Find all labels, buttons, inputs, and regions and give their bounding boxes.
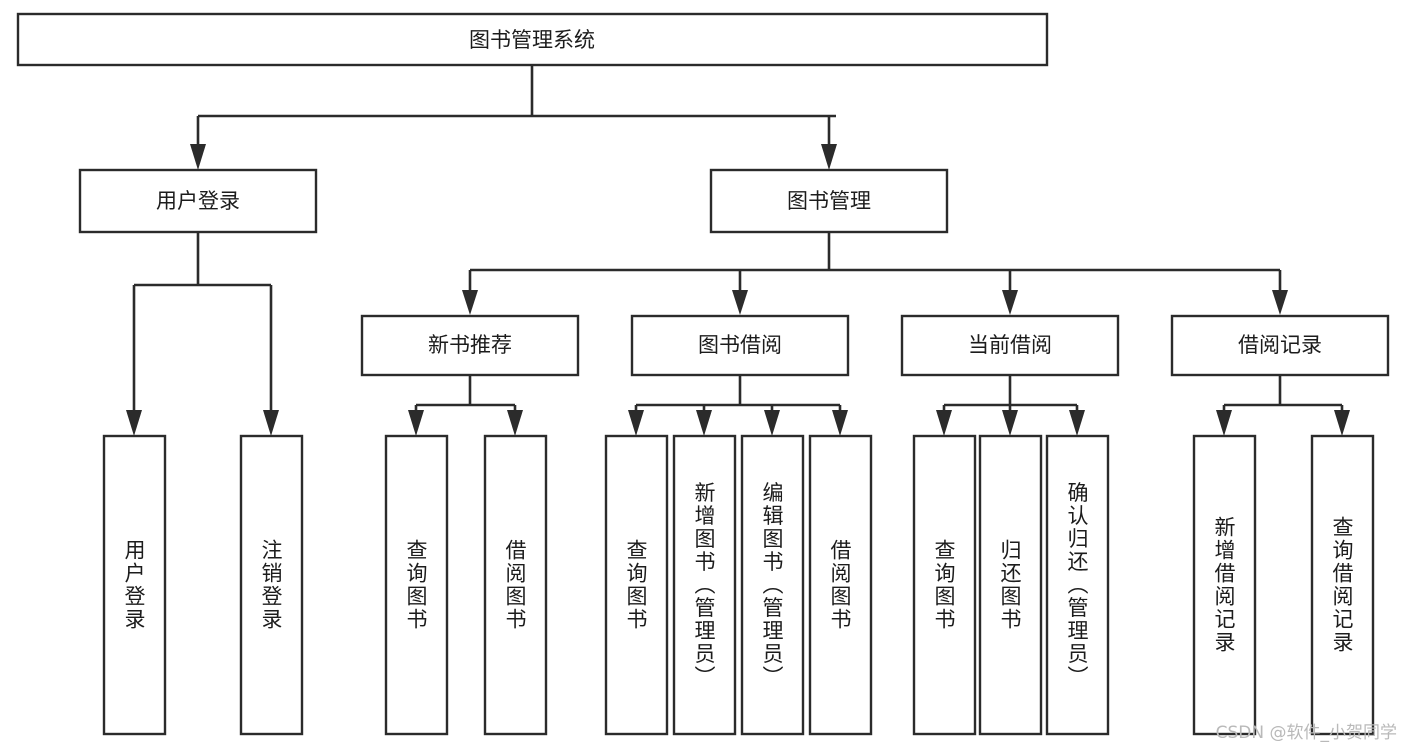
leaf-current-borrow-1[interactable]: 归还图书 [978,434,1043,736]
leaf-book-borrow-1-box[interactable] [672,434,737,736]
leaf-book-borrow-2-box[interactable] [740,434,805,736]
leaf-book-borrow-0-label: 查询图书 [624,539,648,631]
leaf-book-borrow-3-box[interactable] [808,434,873,736]
node-book-borrow-label: 图书借阅 [698,333,782,357]
leaf-current-borrow-1-label: 归还图书 [998,539,1022,631]
connector-group-book-borrow [628,375,848,436]
arrow-book-mgmt-child-2-icon [1002,290,1018,315]
leaf-new-book-0[interactable]: 查询图书 [384,434,449,736]
leaf-book-borrow-0-box[interactable] [604,434,669,736]
leaf-user-login-0-label: 用户登录 [122,539,146,631]
leaf-borrow-record-0-label: 新增借阅记录 [1212,516,1236,654]
leaf-borrow-record-1[interactable]: 查询借阅记录 [1310,434,1375,736]
node-current-borrow-label: 当前借阅 [968,333,1052,357]
arrow-new-book-leaf-0-icon [408,410,424,436]
connector-group-borrow-record [1216,375,1350,436]
leaf-user-login-0[interactable]: 用户登录 [102,434,167,736]
node-borrow-record[interactable]: 借阅记录 [1170,314,1390,377]
arrow-new-book-leaf-1-icon [507,410,523,436]
leaf-current-borrow-2-box[interactable] [1045,434,1110,736]
leaf-user-login-0-box[interactable] [102,434,167,736]
leaf-user-login-1[interactable]: 注销登录 [239,434,304,736]
leaf-book-borrow-1-label: 新增图书（管理员） [692,482,716,689]
arrow-borrow-record-leaf-1-icon [1334,410,1350,436]
leaf-current-borrow-1-box[interactable] [978,434,1043,736]
node-current-borrow[interactable]: 当前借阅 [900,314,1120,377]
arrow-book-borrow-leaf-2-icon [764,410,780,436]
node-new-book-recommend-box[interactable] [360,314,580,377]
leaf-borrow-record-1-label: 查询借阅记录 [1330,516,1354,654]
node-current-borrow-box[interactable] [900,314,1120,377]
arrow-book-mgmt-child-1-icon [732,290,748,315]
arrow-book-borrow-leaf-0-icon [628,410,644,436]
node-book-borrow[interactable]: 图书借阅 [630,314,850,377]
arrow-book-borrow-leaf-1-icon [696,410,712,436]
leaf-book-borrow-3[interactable]: 借阅图书 [808,434,873,736]
leaf-borrow-record-0-box[interactable] [1192,434,1257,736]
leaf-book-borrow-0[interactable]: 查询图书 [604,434,669,736]
arrow-current-borrow-leaf-1-icon [1002,410,1018,436]
leaf-book-borrow-2-label: 编辑图书（管理员） [760,482,784,689]
arrow-root-to-book-mgmt-icon [821,144,837,170]
leaf-current-borrow-2[interactable]: 确认归还（管理员） [1045,434,1110,736]
leaf-borrow-record-0[interactable]: 新增借阅记录 [1192,434,1257,736]
leaf-current-borrow-0-label: 查询图书 [932,539,956,631]
arrow-root-to-user-login-icon [190,144,206,170]
arrow-book-mgmt-child-3-icon [1272,290,1288,315]
node-borrow-record-box[interactable] [1170,314,1390,377]
node-book-management-label: 图书管理 [787,189,871,213]
leaf-new-book-0-label: 查询图书 [404,539,428,631]
node-user-login-box[interactable] [78,168,318,234]
leaf-new-book-1-label: 借阅图书 [503,539,527,631]
leaf-book-borrow-1[interactable]: 新增图书（管理员） [672,434,737,736]
arrow-book-mgmt-child-0-icon [462,290,478,315]
arrow-book-borrow-leaf-3-icon [832,410,848,436]
node-book-management-box[interactable] [709,168,949,234]
leaf-book-borrow-3-label: 借阅图书 [828,539,852,631]
connector-group-new-book [408,375,523,436]
leaf-new-book-1-box[interactable] [483,434,548,736]
node-user-login-label: 用户登录 [156,189,240,213]
node-borrow-record-label: 借阅记录 [1238,333,1322,357]
connector-group-current-borrow [936,375,1085,436]
node-root-label: 图书管理系统 [469,28,595,52]
node-root[interactable]: 图书管理系统 [16,12,1049,67]
node-book-borrow-box[interactable] [630,314,850,377]
leaf-current-borrow-2-label: 确认归还（管理员） [1065,482,1089,689]
connector-group-user-login [126,232,279,436]
connector-group-root [190,65,837,170]
leaf-user-login-1-label: 注销登录 [259,539,283,631]
arrow-user-login-leaf-1-icon [263,410,279,436]
node-new-book-recommend-label: 新书推荐 [428,333,512,357]
arrow-user-login-leaf-0-icon [126,410,142,436]
arrow-current-borrow-leaf-0-icon [936,410,952,436]
leaf-book-borrow-2[interactable]: 编辑图书（管理员） [740,434,805,736]
node-user-login[interactable]: 用户登录 [78,168,318,234]
leaf-new-book-1[interactable]: 借阅图书 [483,434,548,736]
connector-group-book-mgmt [462,232,1288,315]
node-new-book-recommend[interactable]: 新书推荐 [360,314,580,377]
leaf-borrow-record-1-box[interactable] [1310,434,1375,736]
node-book-management[interactable]: 图书管理 [709,168,949,234]
leaf-new-book-0-box[interactable] [384,434,449,736]
leaf-user-login-1-box[interactable] [239,434,304,736]
node-root-box[interactable] [16,12,1049,67]
arrow-borrow-record-leaf-0-icon [1216,410,1232,436]
leaf-current-borrow-0[interactable]: 查询图书 [912,434,977,736]
leaf-current-borrow-0-box[interactable] [912,434,977,736]
arrow-current-borrow-leaf-2-icon [1069,410,1085,436]
